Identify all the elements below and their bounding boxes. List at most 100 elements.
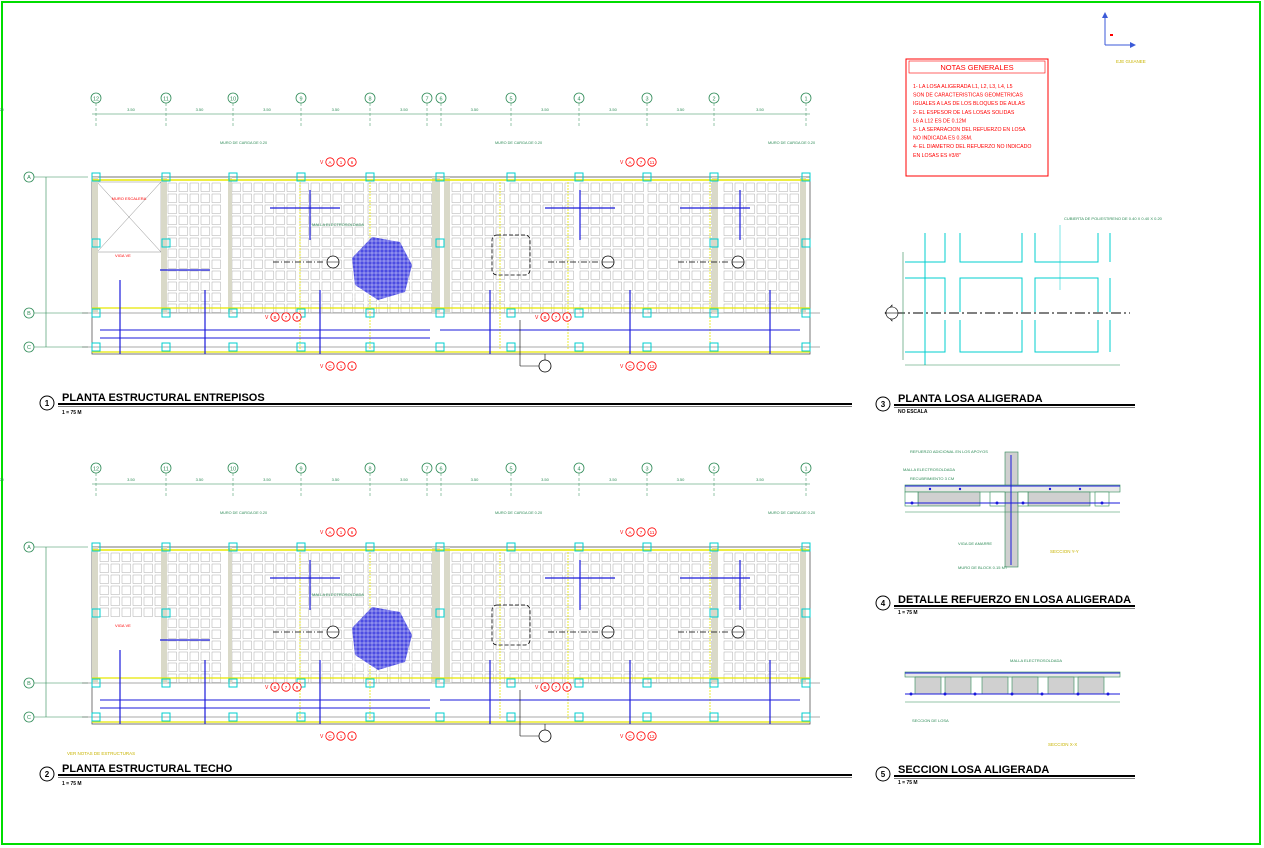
- hollow-block: [167, 662, 177, 672]
- column: [506, 678, 516, 688]
- hollow-block: [200, 640, 210, 650]
- hollow-block: [623, 585, 633, 595]
- hollow-block: [778, 270, 788, 280]
- hollow-block: [553, 204, 563, 214]
- hollow-block: [367, 193, 377, 203]
- hollow-block: [310, 651, 320, 661]
- hollow-block: [275, 259, 285, 269]
- hollow-block: [623, 640, 633, 650]
- hollow-block: [400, 237, 410, 247]
- hollow-block: [167, 182, 177, 192]
- hollow-block: [253, 281, 263, 291]
- hollow-block: [658, 292, 668, 302]
- hollow-block: [264, 585, 274, 595]
- hollow-block: [564, 182, 574, 192]
- cut-bubble-label: 12: [649, 364, 655, 369]
- hollow-block: [422, 574, 432, 584]
- hollow-block: [579, 281, 589, 291]
- hollow-block: [451, 248, 461, 258]
- hollow-block: [691, 563, 701, 573]
- hollow-block: [321, 607, 331, 617]
- column: [801, 678, 811, 688]
- hollow-block: [310, 226, 320, 236]
- hollow-block: [579, 292, 589, 302]
- hollow-block: [702, 226, 712, 236]
- hollow-block: [389, 574, 399, 584]
- hollow-block: [601, 596, 611, 606]
- hollow-block: [451, 193, 461, 203]
- hollow-block: [321, 563, 331, 573]
- cut-bubble-label: A: [628, 160, 631, 165]
- hollow-block: [411, 215, 421, 225]
- hollow-block: [211, 552, 221, 562]
- hollow-block: [367, 204, 377, 214]
- hollow-block: [509, 215, 519, 225]
- hollow-block: [389, 193, 399, 203]
- span-dim: 3.50: [332, 107, 341, 112]
- hollow-block: [411, 281, 421, 291]
- hollow-block: [767, 204, 777, 214]
- hollow-block: [275, 618, 285, 628]
- hollow-block: [462, 226, 472, 236]
- hollow-block: [789, 182, 799, 192]
- hollow-block: [691, 182, 701, 192]
- cut-bubble: [636, 731, 646, 741]
- hollow-block: [422, 585, 432, 595]
- hollow-block: [310, 552, 320, 562]
- hollow-block: [564, 204, 574, 214]
- span-dim: 3.50: [263, 477, 272, 482]
- hollow-block: [354, 226, 364, 236]
- column: [642, 678, 652, 688]
- hollow-block: [680, 563, 690, 573]
- hollow-block: [564, 215, 574, 225]
- hollow-block: [343, 563, 353, 573]
- hollow-block: [411, 270, 421, 280]
- cut-bubble-label: C: [328, 734, 332, 739]
- hollow-block: [253, 651, 263, 661]
- hollow-block: [178, 662, 188, 672]
- hollow-block: [400, 204, 410, 214]
- hollow-block: [462, 563, 472, 573]
- hollow-block: [702, 270, 712, 280]
- hollow-block: [531, 640, 541, 650]
- cut-bubble-label: 7: [640, 364, 643, 369]
- hollow-block: [509, 292, 519, 302]
- hollow-block: [189, 226, 199, 236]
- column: [161, 172, 171, 182]
- cut-tag: V: [265, 685, 269, 691]
- cut-bubble: [551, 682, 561, 692]
- hollow-block: [200, 248, 210, 258]
- hollow-block: [400, 574, 410, 584]
- hollow-block: [756, 215, 766, 225]
- hollow-block: [473, 607, 483, 617]
- hollow-block: [520, 563, 530, 573]
- hollow-block: [275, 193, 285, 203]
- column: [642, 542, 652, 552]
- hollow-block: [411, 607, 421, 617]
- hollow-block: [343, 237, 353, 247]
- hollow-block: [702, 248, 712, 258]
- hollow-block: [691, 574, 701, 584]
- hollow-block: [509, 607, 519, 617]
- hollow-block: [321, 182, 331, 192]
- hollow-block: [509, 662, 519, 672]
- hollow-block: [264, 552, 274, 562]
- detail4-note-c: RECUBRIMIENTO 3 CM: [910, 476, 954, 481]
- hollow-block: [601, 662, 611, 672]
- hollow-block: [647, 281, 657, 291]
- hollow-block: [778, 193, 788, 203]
- hollow-block: [623, 281, 633, 291]
- hollow-block: [264, 618, 274, 628]
- cut-bubble-label: 7: [285, 685, 288, 690]
- hollow-block: [702, 662, 712, 672]
- hollow-block: [734, 585, 744, 595]
- cut-bubble: [281, 312, 291, 322]
- hollow-block: [189, 585, 199, 595]
- hollow-block: [601, 292, 611, 302]
- hollow-block: [745, 215, 755, 225]
- wall-note: MURO DE CARGA DE 0.20: [495, 141, 542, 145]
- hollow-block: [531, 281, 541, 291]
- hollow-block: [680, 193, 690, 203]
- hollow-block: [264, 629, 274, 639]
